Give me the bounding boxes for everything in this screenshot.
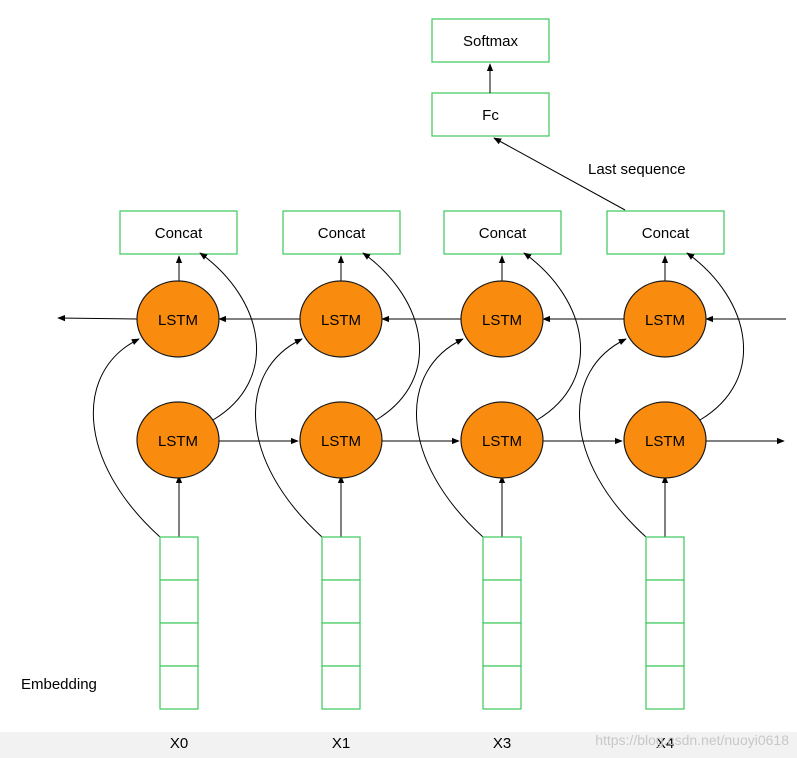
embedding-cell	[321, 622, 361, 667]
embedding-cell	[159, 579, 199, 624]
concat-label: Concat	[155, 225, 203, 242]
backward-lstm-node	[136, 280, 220, 358]
concat-label: Concat	[479, 225, 527, 242]
column-x4: Concat LSTM LSTM X4	[579, 210, 745, 752]
forward-lstm-node	[460, 401, 544, 479]
embedding-cell	[159, 536, 199, 581]
lstm-label: LSTM	[321, 433, 361, 450]
backward-lstm-node	[299, 280, 383, 358]
embedding-cell	[482, 622, 522, 667]
embedding-cell	[645, 665, 685, 710]
x-label: X1	[332, 735, 350, 752]
forward-lstm-node	[623, 401, 707, 479]
forward-lstm-node	[136, 401, 220, 479]
concat-box	[606, 210, 725, 255]
softmax-box	[431, 18, 550, 63]
column-x1: Concat LSTM LSTM X1	[255, 210, 421, 752]
embedding-cell	[645, 579, 685, 624]
embedding-cell	[321, 536, 361, 581]
lstm-label: LSTM	[158, 433, 198, 450]
embedding-cell	[645, 536, 685, 581]
footer-strip	[0, 732, 797, 758]
column-x0: Concat LSTM LSTM X0	[92, 210, 258, 752]
embedding-to-backward-lstm-curve	[92, 338, 161, 538]
embedding-label: Embedding	[21, 676, 97, 693]
lstm-label: LSTM	[645, 433, 685, 450]
embedding-cell	[321, 579, 361, 624]
softmax-label: Softmax	[463, 33, 519, 50]
x-label: X4	[656, 735, 674, 752]
last-sequence-label: Last sequence	[588, 161, 686, 178]
forward-lstm-to-concat-curve	[362, 252, 421, 421]
embedding-cell	[159, 622, 199, 667]
column-x3: Concat LSTM LSTM X3	[416, 210, 582, 752]
lstm-label: LSTM	[645, 312, 685, 329]
concat-box	[119, 210, 238, 255]
lstm-label: LSTM	[158, 312, 198, 329]
last-sequence-arrow	[493, 137, 626, 211]
concat-box	[443, 210, 562, 255]
embedding-to-backward-lstm-curve	[579, 338, 647, 538]
embedding-cell	[645, 622, 685, 667]
lstm-label: LSTM	[482, 433, 522, 450]
embedding-to-backward-lstm-curve	[255, 338, 323, 538]
concat-label: Concat	[318, 225, 366, 242]
x-label: X0	[170, 735, 188, 752]
embedding-to-backward-lstm-curve	[416, 338, 484, 538]
lstm-label: LSTM	[321, 312, 361, 329]
embedding-cell	[482, 536, 522, 581]
concat-box	[282, 210, 401, 255]
forward-lstm-to-concat-curve	[686, 252, 745, 421]
lstm-label: LSTM	[482, 312, 522, 329]
embedding-cell	[482, 579, 522, 624]
embedding-cell	[482, 665, 522, 710]
backward-lstm-node	[460, 280, 544, 358]
forward-lstm-to-concat-curve	[199, 252, 258, 421]
x-label: X3	[493, 735, 511, 752]
backward-arrow	[57, 314, 138, 322]
concat-label: Concat	[642, 225, 690, 242]
watermark: https://blog.csdn.net/nuoyi0618	[595, 732, 789, 748]
forward-lstm-to-concat-curve	[523, 252, 582, 421]
fc-label: Fc	[482, 107, 499, 124]
embedding-cell	[159, 665, 199, 710]
forward-lstm-node	[299, 401, 383, 479]
backward-lstm-node	[623, 280, 707, 358]
embedding-cell	[321, 665, 361, 710]
backward-chain	[57, 314, 786, 323]
